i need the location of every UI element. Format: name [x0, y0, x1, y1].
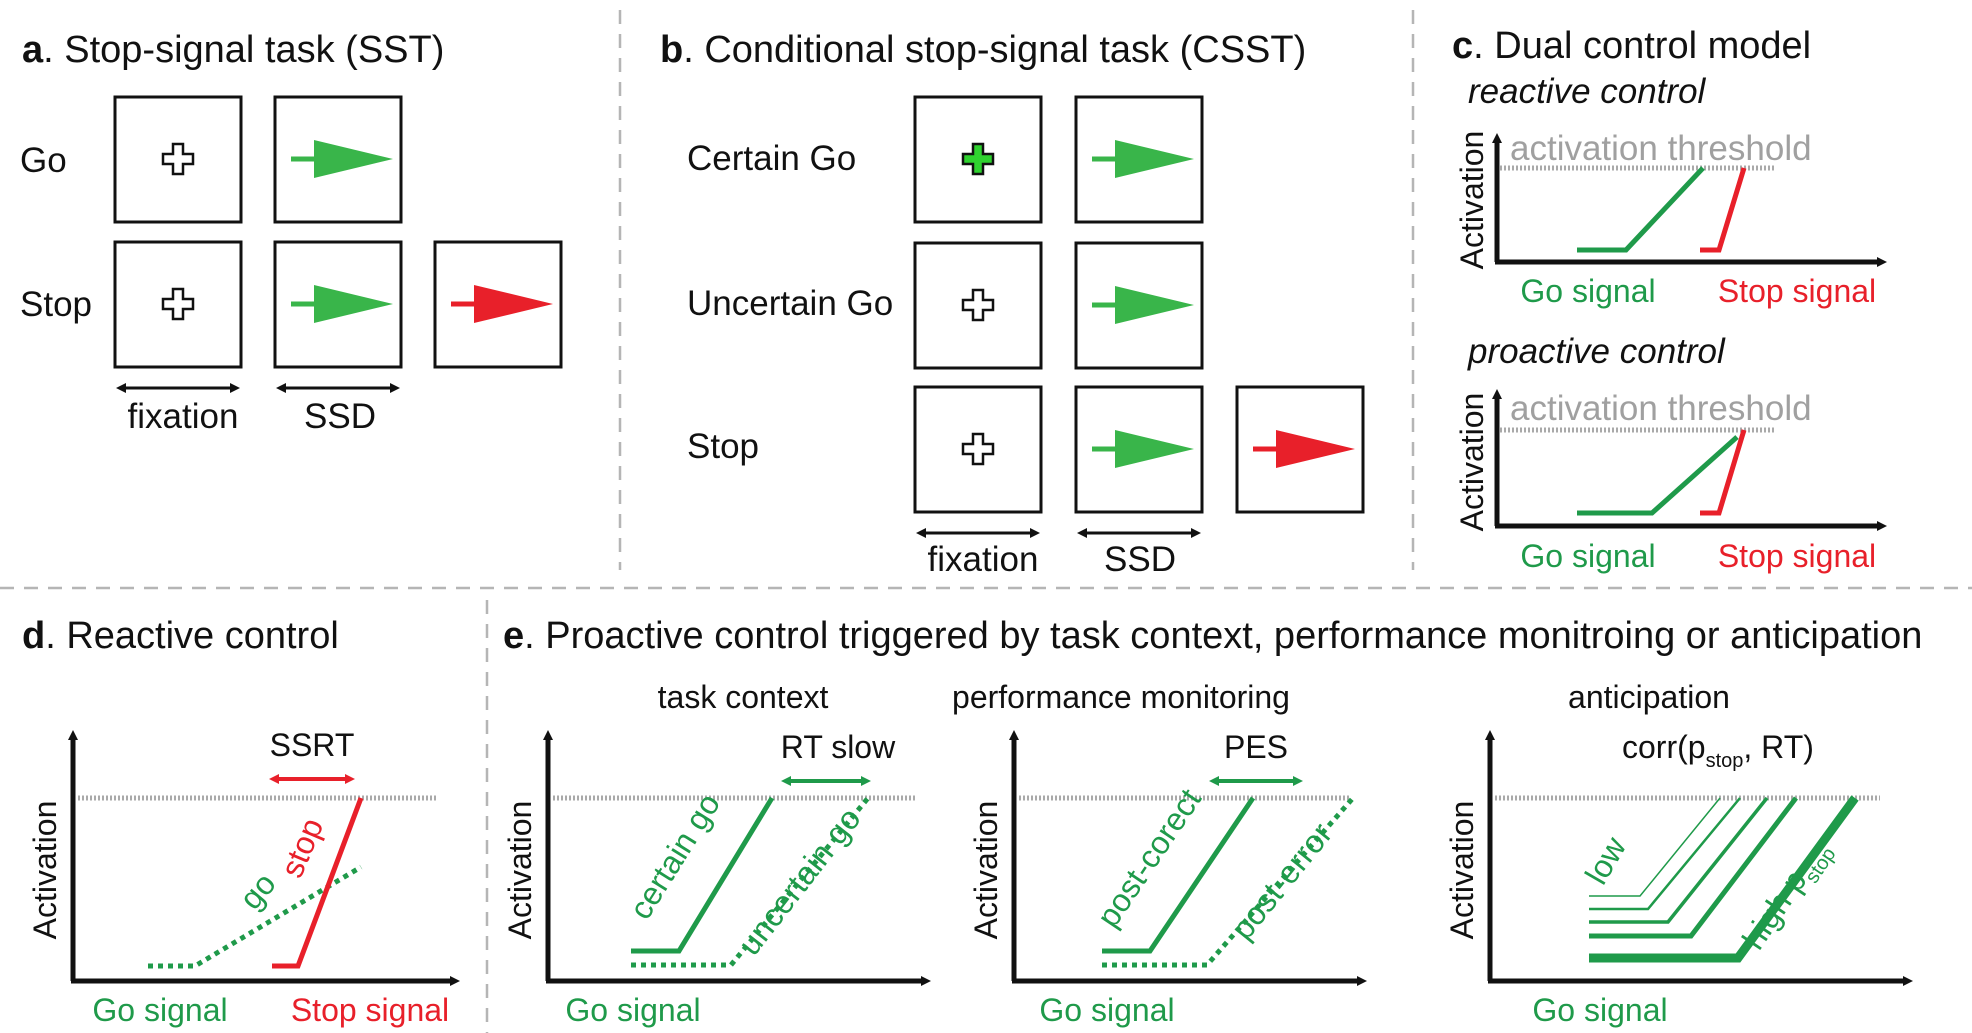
row-label-uncertain-go: Uncertain Go: [687, 284, 893, 323]
row-label-stop: Stop: [20, 285, 92, 324]
post-error-line: [1102, 796, 1355, 968]
post-error-label: post-error: [1224, 816, 1339, 947]
anticipation-curve: [1589, 797, 1741, 911]
go-signal-label: Go signal: [565, 992, 700, 1028]
stop-activation-line: [272, 797, 364, 969]
stop-arrow-icon: [1276, 430, 1355, 468]
go-signal-label: Go signal: [1520, 273, 1655, 309]
anticipation-curve: [1589, 797, 1721, 897]
low-label: low: [1578, 830, 1634, 890]
row-label-stop: Stop: [687, 427, 759, 466]
fixation-cross-icon: [961, 432, 995, 466]
reactive-control-subtitle: reactive control: [1468, 72, 1707, 111]
anticipation-curve: [1589, 796, 1769, 924]
go-signal-label: Go signal: [92, 992, 227, 1028]
activation-axis-label: Activation: [27, 801, 63, 940]
corr-label: corr(pstop, RT): [1622, 729, 1814, 772]
activation-axis-label: Activation: [502, 801, 538, 940]
panel-e-letter: e: [503, 615, 524, 657]
panel-a-letter: a: [22, 29, 44, 71]
panel-e: e. Proactive control triggered by task c…: [502, 615, 1922, 1028]
high-pstop-label: high pstop: [1735, 832, 1841, 960]
activation-axis-label: Activation: [1454, 131, 1490, 270]
corr-label-post: , RT): [1743, 729, 1814, 765]
rt-slow-label: RT slow: [781, 729, 896, 765]
go-arrow-icon: [314, 285, 393, 323]
activation-axis-label: Activation: [1454, 393, 1490, 532]
panel-b-title-text: . Conditional stop-signal task (CSST): [683, 29, 1306, 71]
panel-c: c. Dual control model reactive control a…: [1452, 25, 1887, 574]
green-cross-icon: [961, 142, 995, 176]
separators: [0, 10, 1972, 1033]
ssd-label: SSD: [1104, 540, 1176, 579]
panel-d-letter: d: [22, 615, 45, 657]
certain-go-line: [631, 796, 775, 954]
panel-b-letter: b: [660, 29, 683, 71]
activation-axis-label: Activation: [968, 801, 1004, 940]
panel-c-letter: c: [1452, 25, 1473, 67]
activation-threshold-label: activation threshold: [1510, 389, 1812, 428]
panel-a: a. Stop-signal task (SST) Go Stop fixati…: [20, 29, 563, 436]
corr-label-sub: stop: [1706, 750, 1744, 772]
stop-signal-label: Stop signal: [1718, 273, 1876, 309]
go-curve-label: go: [232, 866, 282, 916]
go-signal-label: Go signal: [1532, 992, 1667, 1028]
stop-arrow-icon: [474, 285, 553, 323]
panel-d-title: d. Reactive control: [22, 615, 339, 657]
panel-e-title: e. Proactive control triggered by task c…: [503, 615, 1922, 657]
panel-e-title-text: . Proactive control triggered by task co…: [524, 615, 1922, 657]
fixation-cross-icon: [961, 288, 995, 322]
go-arrow-icon: [314, 140, 393, 178]
task-context-title: task context: [658, 679, 829, 715]
panel-d-title-text: . Reactive control: [45, 615, 339, 657]
activation-axis-label: Activation: [1444, 801, 1480, 940]
fixation-label: fixation: [128, 397, 239, 436]
panel-c-title-text: . Dual control model: [1473, 25, 1811, 67]
fixation-label: fixation: [928, 540, 1039, 579]
activation-threshold-label: activation threshold: [1510, 129, 1812, 168]
ssd-label: SSD: [304, 397, 376, 436]
fixation-cross-icon: [161, 287, 195, 321]
go-activation-line: [1577, 166, 1705, 253]
panel-a-title-text: . Stop-signal task (SST): [43, 29, 444, 71]
performance-monitoring-title: performance monitoring: [952, 679, 1290, 715]
uncertain-go-label: uncertain go: [731, 801, 868, 962]
go-signal-label: Go signal: [1520, 538, 1655, 574]
stop-activation-line: [1700, 429, 1747, 516]
fixation-cross-icon: [161, 142, 195, 176]
proactive-control-subtitle: proactive control: [1467, 332, 1726, 371]
post-correct-label: post-corect: [1090, 782, 1208, 933]
go-arrow-icon: [1115, 430, 1194, 468]
row-label-certain-go: Certain Go: [687, 139, 856, 178]
stop-signal-label: Stop signal: [1718, 538, 1876, 574]
stop-signal-label: Stop signal: [291, 992, 449, 1028]
panel-b: b. Conditional stop-signal task (CSST) C…: [660, 29, 1365, 579]
anticipation-curves: [1589, 795, 1859, 963]
row-label-go: Go: [20, 141, 67, 180]
post-correct-line: [1102, 796, 1256, 954]
anticipation-curve: [1589, 796, 1798, 939]
pes-label: PES: [1224, 729, 1288, 765]
panel-d: d. Reactive control Activation SSRT go s…: [22, 615, 460, 1028]
go-signal-label: Go signal: [1039, 992, 1174, 1028]
anticipation-curve: [1589, 795, 1859, 963]
go-arrow-icon: [1115, 286, 1194, 324]
anticipation-title: anticipation: [1568, 679, 1730, 715]
panel-b-title: b. Conditional stop-signal task (CSST): [660, 29, 1306, 71]
high-pstop-pre: high p: [1735, 863, 1814, 955]
go-arrow-icon: [1115, 140, 1194, 178]
certain-go-label: certain go: [622, 787, 727, 925]
stop-activation-line: [1700, 167, 1747, 253]
stop-curve-label: stop: [273, 813, 330, 883]
panel-a-title: a. Stop-signal task (SST): [22, 29, 444, 71]
ssrt-label: SSRT: [270, 727, 355, 763]
go-activation-line: [1577, 435, 1739, 516]
corr-label-pre: corr(p: [1622, 729, 1706, 765]
uncertain-go-line: [631, 796, 870, 968]
panel-c-title: c. Dual control model: [1452, 25, 1811, 67]
